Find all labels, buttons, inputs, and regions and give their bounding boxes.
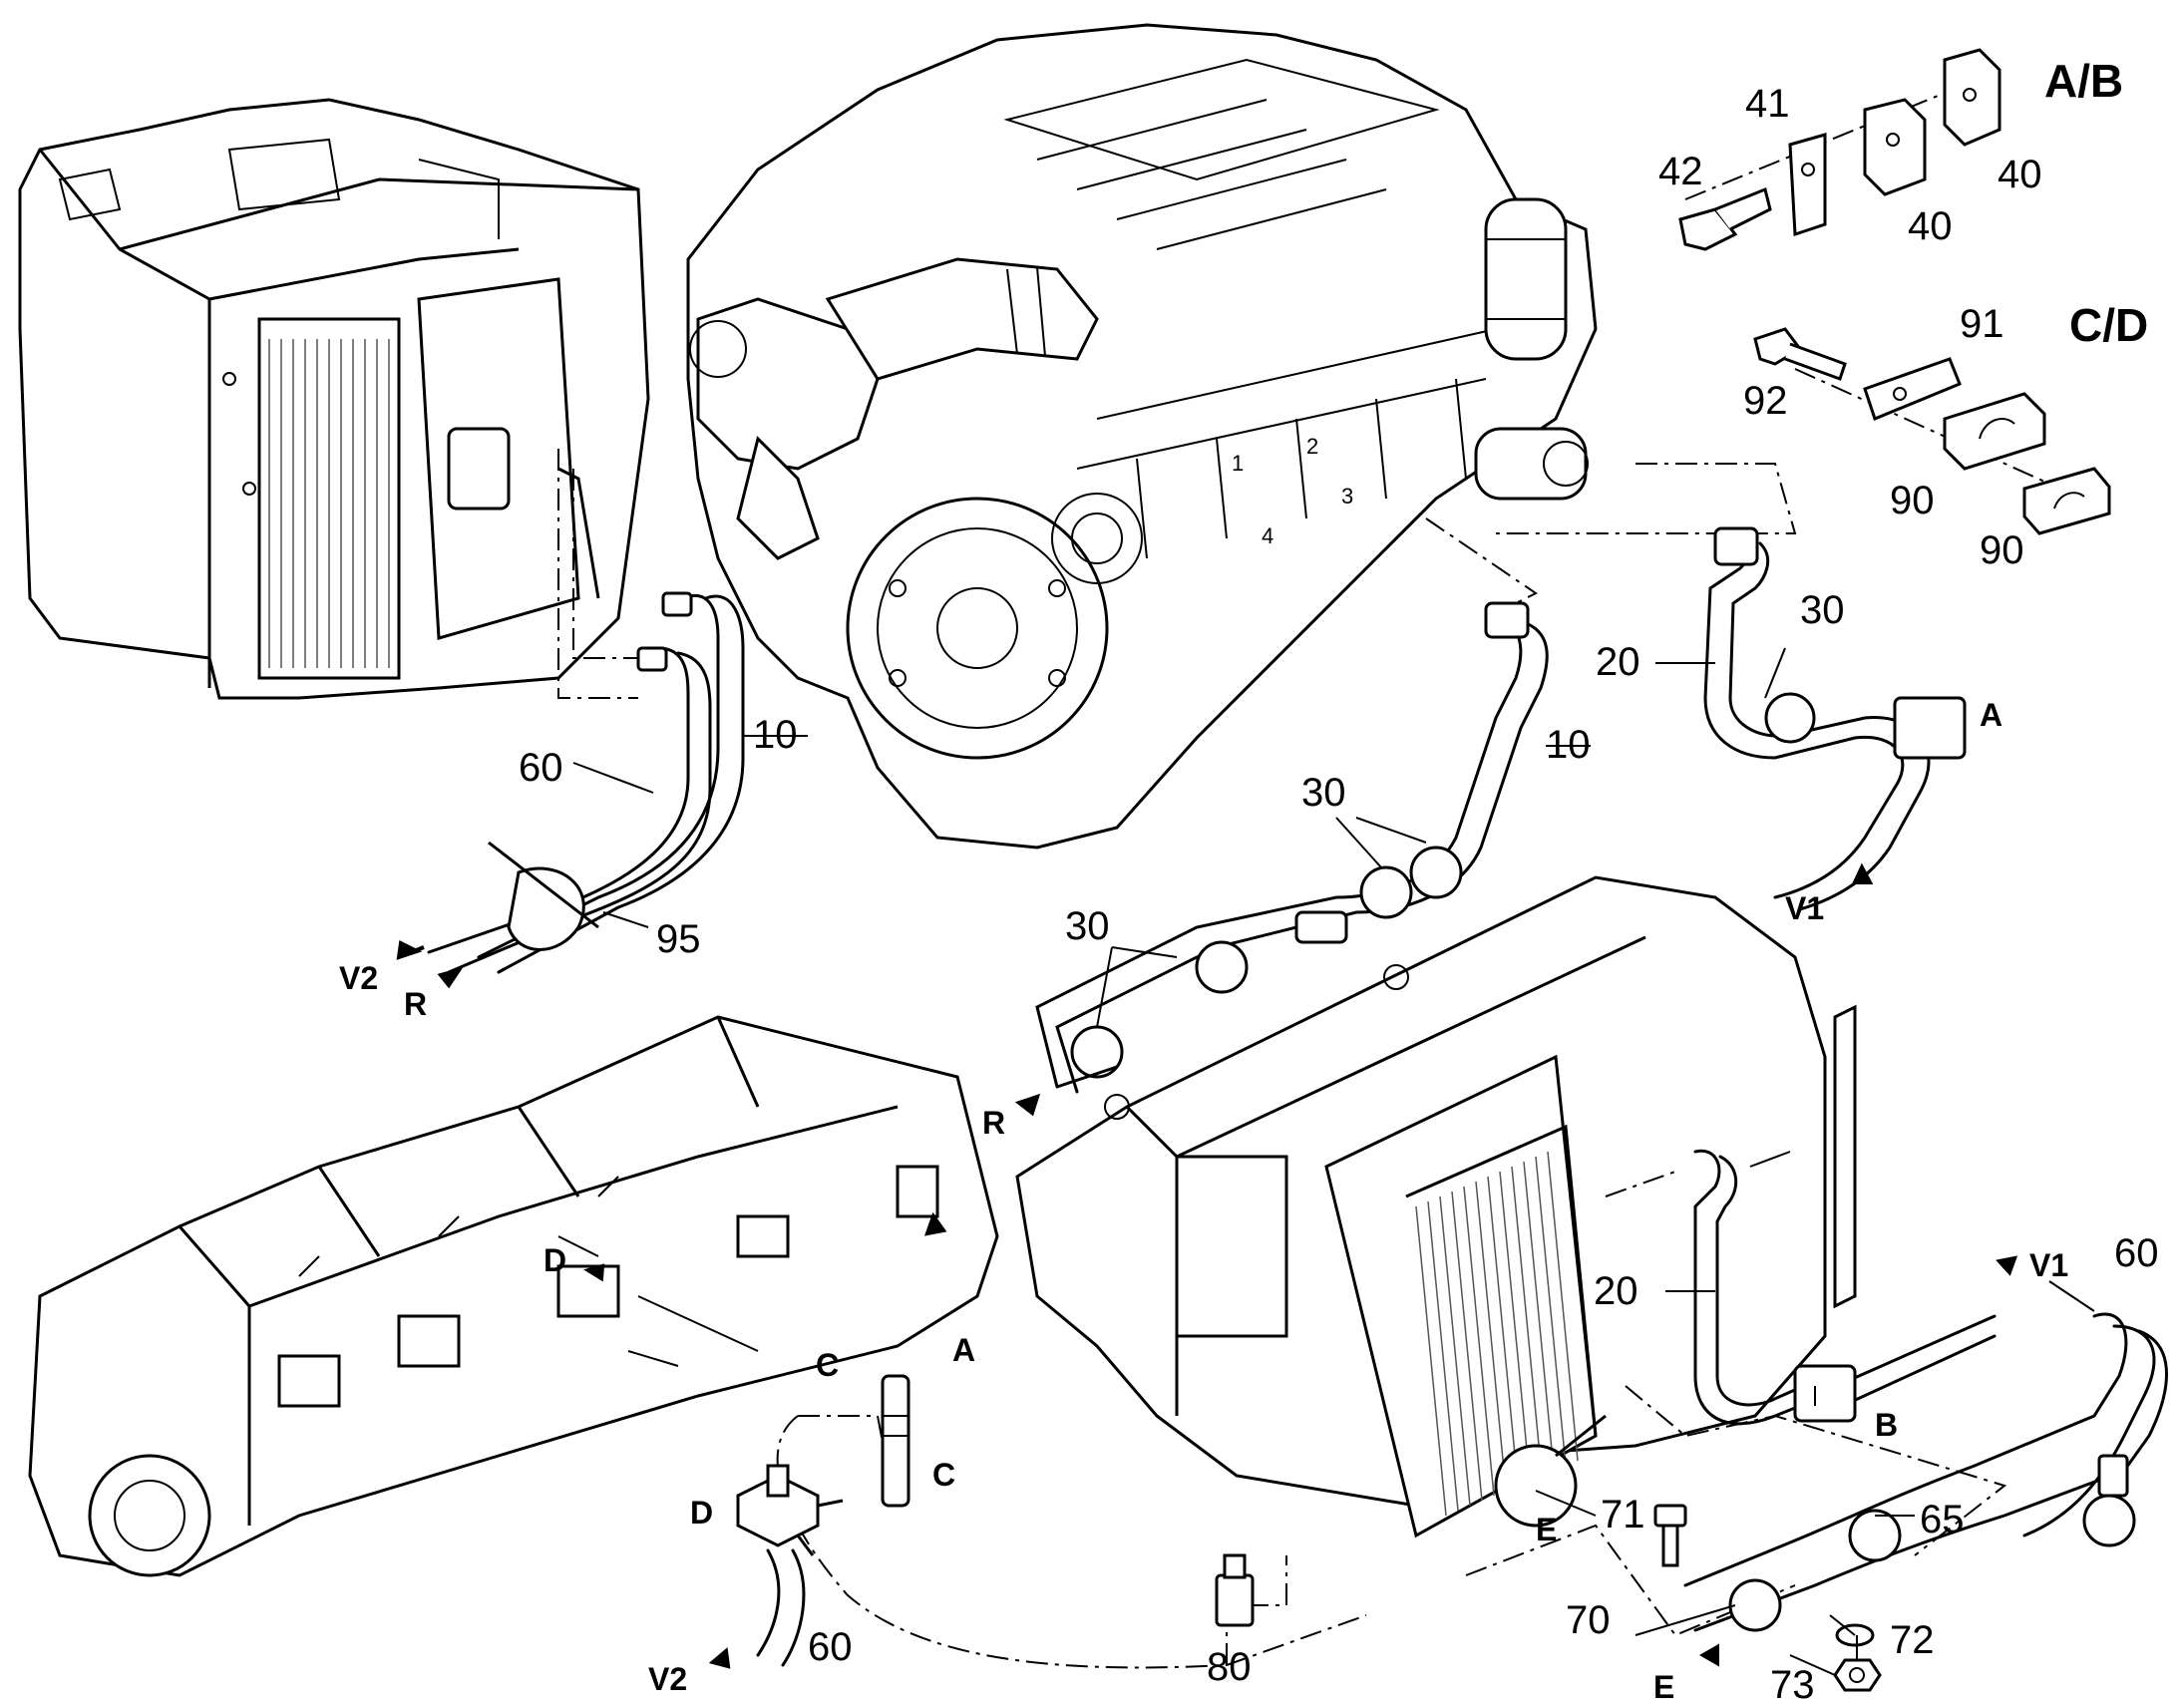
marker-v1-lower: V1 — [2029, 1247, 2068, 1283]
callout-20-right-lower: 20 — [1594, 1269, 1638, 1313]
flow-arrows — [396, 862, 2018, 1669]
leader-lines — [557, 647, 2095, 1676]
callout-10-left: 10 — [753, 713, 798, 757]
fuel-filter — [1484, 197, 1568, 361]
callout-40-top: 40 — [1998, 153, 2042, 196]
callout-73: 73 — [1770, 1663, 1815, 1707]
flow-arrow-v2-bottom — [708, 1647, 731, 1669]
middle-return-line — [1035, 517, 1549, 1094]
bottom-bracket-assembly — [736, 1374, 1367, 1669]
plate-41 — [1788, 133, 1827, 237]
radiator-housing-illustration — [18, 98, 650, 700]
clamp-half-40-top — [1943, 48, 2001, 147]
callout-42: 42 — [1658, 150, 1703, 193]
clamp-half-90-left — [1943, 392, 2046, 471]
radiator-fins — [268, 339, 390, 668]
marker-d-frame: D — [544, 1242, 566, 1278]
bolt-71 — [1653, 1504, 1687, 1567]
callout-20-right-upper: 20 — [1596, 640, 1640, 684]
cooler-fins — [1415, 1151, 1579, 1517]
marker-a-upper: A — [1980, 697, 2002, 733]
nut-73 — [1833, 1658, 1882, 1692]
callout-71: 71 — [1601, 1493, 1645, 1537]
callout-60-bottom: 60 — [808, 1625, 853, 1669]
lower-right-hose-assembly — [1465, 1149, 2168, 1692]
clamp-kit-cd — [1753, 327, 2111, 535]
flywheel-housing — [846, 497, 1109, 760]
vehicle-main-frame — [28, 1015, 999, 1577]
marker-r-left: R — [404, 986, 427, 1022]
callout-60-right-lower: 60 — [2114, 1231, 2159, 1275]
bolt-42 — [1678, 186, 1772, 251]
left-hose-assembly — [427, 449, 745, 974]
callout-10-mid: 10 — [1546, 723, 1591, 767]
callout-95: 95 — [656, 917, 701, 961]
callout-65: 65 — [1920, 1498, 1965, 1541]
marker-a-frame: A — [952, 1332, 975, 1368]
callout-30-right-upper: 30 — [1800, 588, 1845, 632]
cylinder-number-4: 4 — [1262, 523, 1273, 548]
sensor-80 — [1215, 1553, 1255, 1627]
callout-90-right: 90 — [1980, 528, 2024, 572]
callout-92: 92 — [1743, 379, 1788, 423]
fitting-c — [881, 1374, 910, 1508]
engine-block-illustration: 1 2 3 4 — [686, 23, 1598, 850]
callout-72: 72 — [1890, 1618, 1935, 1662]
charge-air-cooler — [1324, 1004, 1857, 1538]
callout-41: 41 — [1745, 82, 1790, 126]
marker-v1-upper: V1 — [1785, 890, 1824, 926]
marker-c-frame: C — [816, 1347, 839, 1383]
marker-v2-bottom: V2 — [648, 1661, 687, 1697]
callout-70: 70 — [1566, 1598, 1611, 1642]
flow-arrow-r-left — [437, 966, 464, 989]
engine-cylinder-head-covers — [1003, 58, 1440, 250]
marker-r-mid: R — [982, 1105, 1005, 1141]
flow-arrow-v1-upper — [1851, 862, 1874, 884]
callout-30-mid-upper: 30 — [1301, 771, 1346, 815]
flow-arrow-v2-left — [396, 939, 425, 960]
plate-91 — [1863, 357, 1962, 421]
clamp-kit-ab — [1678, 48, 2001, 251]
fitting-d — [736, 1464, 844, 1556]
callout-60-left: 60 — [519, 746, 563, 790]
marker-e-radiator: E — [1536, 1512, 1557, 1547]
upper-right-hose-assembly — [1496, 463, 1967, 911]
marker-e-bottom: E — [1653, 1669, 1674, 1705]
flow-arrow-r-mid — [1014, 1093, 1041, 1117]
flow-arrow-e-bottom — [1698, 1643, 1719, 1667]
air-intake-pipe — [825, 257, 1099, 381]
callout-40-bottom: 40 — [1908, 204, 1953, 248]
cylinder-number-2: 2 — [1306, 434, 1318, 459]
engine-crankcase-ribs — [1076, 328, 1497, 559]
marker-c-bracket: C — [932, 1457, 955, 1493]
section-label-cd: C/D — [2069, 299, 2148, 351]
clamp-half-40-bottom — [1863, 98, 1927, 196]
callout-90-left: 90 — [1890, 479, 1935, 522]
callout-91: 91 — [1960, 302, 2004, 346]
starter-motor — [1474, 427, 1589, 501]
cylinder-number-3: 3 — [1341, 484, 1353, 509]
clamp-half-90-right — [2022, 467, 2111, 535]
callout-80: 80 — [1207, 1645, 1252, 1689]
flow-arrow-a-frame — [923, 1211, 947, 1236]
flow-arrow-d-frame — [583, 1263, 605, 1282]
marker-b: B — [1875, 1407, 1898, 1443]
bolt-92 — [1753, 327, 1847, 381]
cylinder-number-1: 1 — [1232, 451, 1244, 476]
marker-v2-left: V2 — [339, 960, 378, 996]
callout-30-mid-lower: 30 — [1065, 904, 1110, 948]
turbocharger — [689, 297, 1143, 584]
section-label-ab: A/B — [2044, 55, 2123, 107]
marker-d-bracket: D — [690, 1495, 713, 1531]
flow-arrow-v1-lower — [1996, 1255, 2018, 1276]
